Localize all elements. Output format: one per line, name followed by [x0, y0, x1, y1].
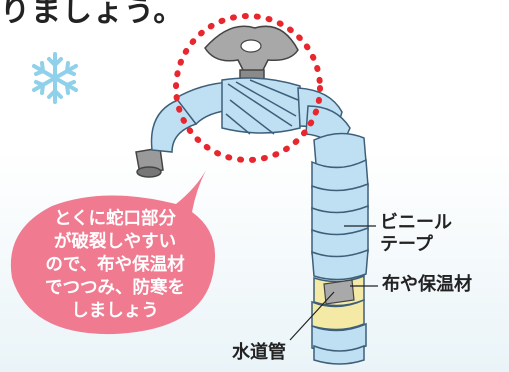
label-vinyl-line1: ビニール: [380, 212, 452, 233]
faucet-spout: [135, 147, 164, 178]
bubble-line: ので、布や保温材: [45, 255, 185, 275]
label-cloth-insulation: 布や保温材: [382, 274, 472, 295]
bubble-line: が破裂しやすい: [53, 232, 177, 252]
insulation-section: [311, 274, 367, 365]
wrapped-faucet-body: [150, 77, 351, 153]
header-partial-text: りましょう。: [0, 0, 185, 29]
bubble-line: しましょう: [71, 301, 159, 321]
bubble-line: でつつみ、防寒を: [45, 278, 185, 298]
snowflake-icon: [32, 52, 78, 104]
label-vinyl-tape: ビニール テープ: [380, 212, 452, 256]
speech-bubble-text: とくに蛇口部分 が破裂しやすい ので、布や保温材 でつつみ、防寒を しましょう: [26, 208, 204, 323]
wrapped-pipe: [311, 132, 369, 281]
label-water-pipe: 水道管: [232, 342, 286, 363]
label-vinyl-line2: テープ: [380, 234, 433, 255]
leader-lines: [289, 225, 378, 341]
bubble-line: とくに蛇口部分: [54, 209, 176, 229]
faucet-handle: [204, 25, 299, 85]
speech-bubble: [10, 170, 216, 335]
highlight-circle: [173, 13, 323, 163]
